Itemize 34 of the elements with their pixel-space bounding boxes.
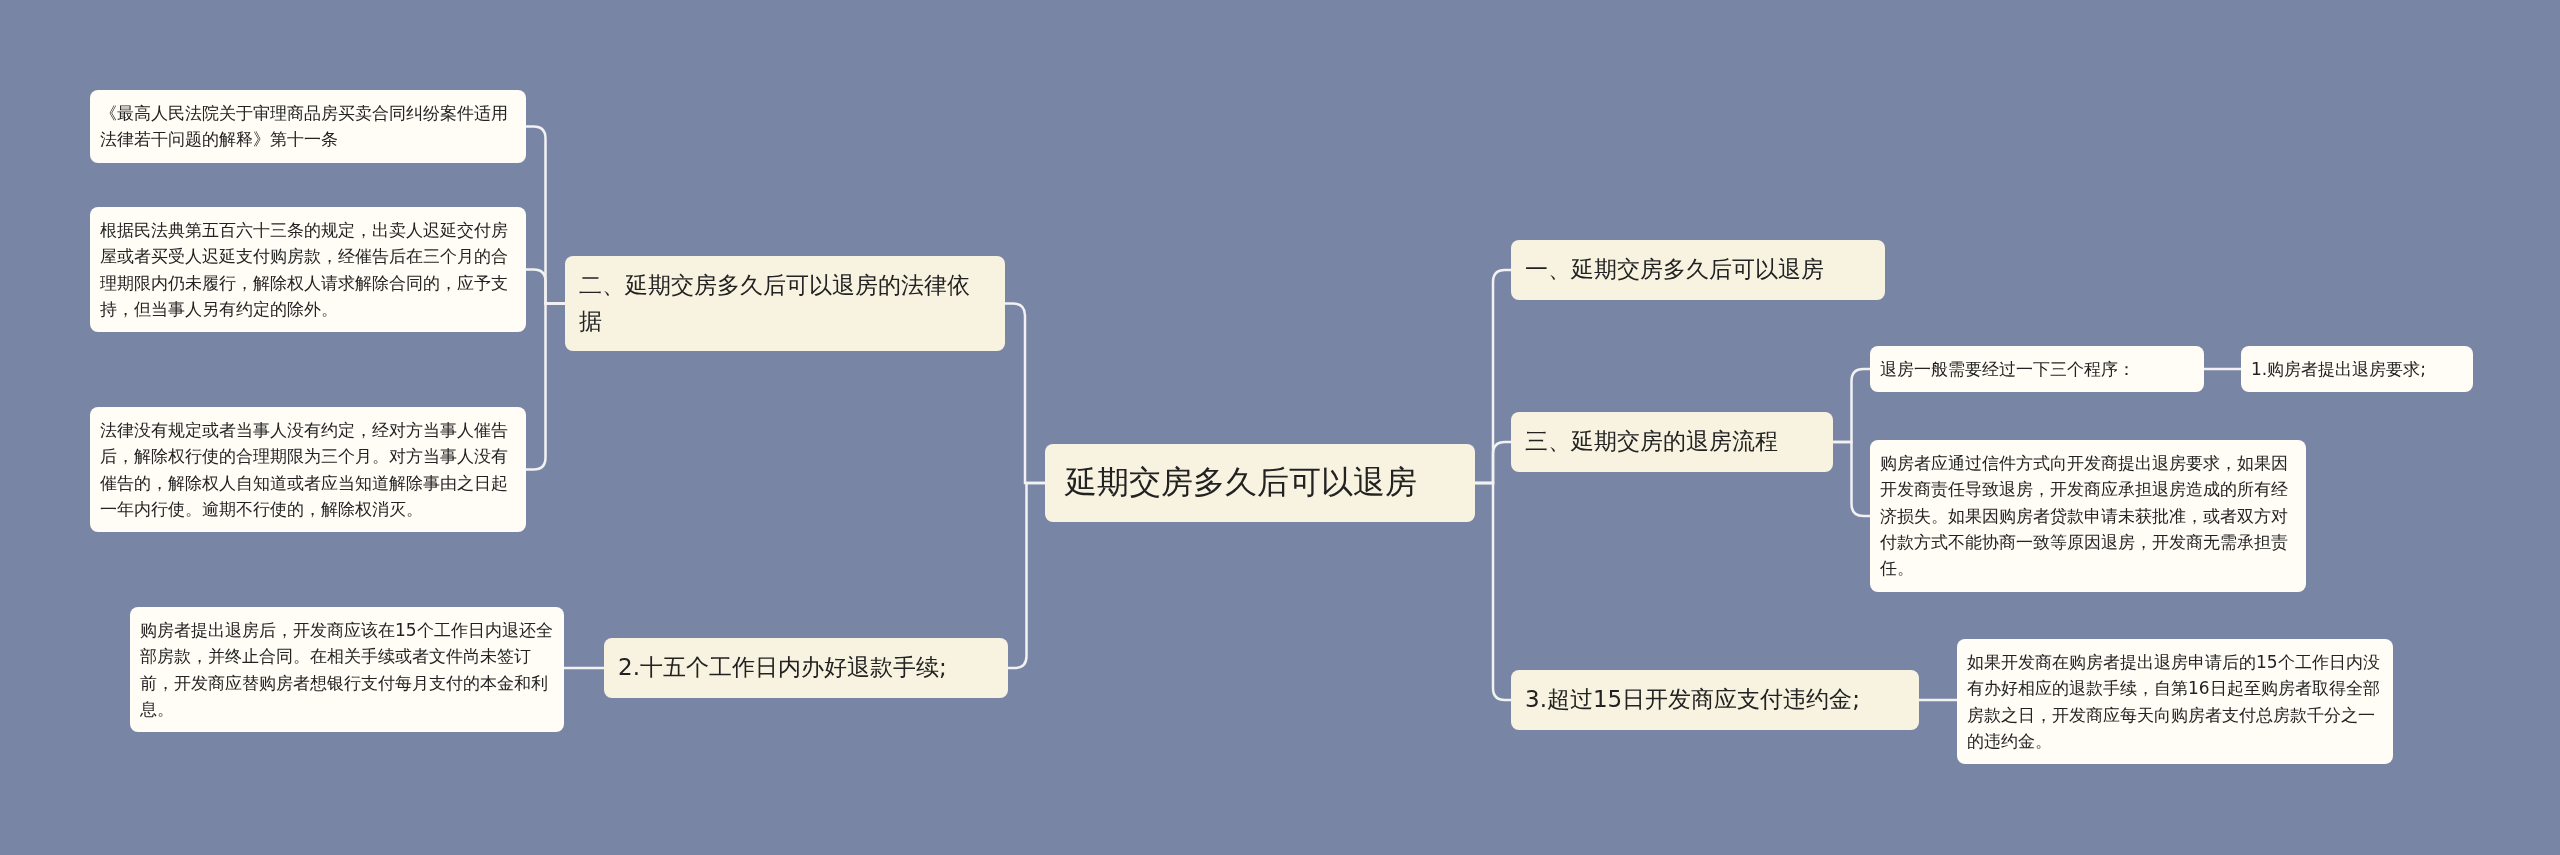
note-box (90, 207, 526, 333)
topic-text: 三、延期交房的退房流程 (1525, 427, 1778, 456)
topic-text: 法律没有规定或者当事人没有约定，经对方当事人催告后，解除权行使的合理期限为三个月。对方当事人没有催告的，解除权人自知道或者应当知道解除事由之日起一年内行使。逾期不行使的，解除权消灭。 (100, 419, 509, 522)
topic-text: 3.超过15日开发商应支付违约金; (1525, 685, 1860, 714)
topic-text: 购房者提出退房后，开发商应该在15个工作日内退还全部房款，并终止合同。在相关手续或者文件尚未签订前，开发商应替购房者想银行支付每月支付的本金和利息。 (140, 619, 554, 722)
topic-box (1511, 670, 1919, 730)
connector-line (1919, 698, 1957, 702)
central-topic-box (1045, 444, 1475, 522)
topic-box (565, 256, 1005, 352)
note-box (2241, 346, 2473, 393)
topic-box (1511, 240, 1885, 300)
connector-line (1008, 481, 1045, 670)
connector-line (564, 666, 604, 670)
note-box (1870, 346, 2204, 393)
topic-text: 延期交房多久后可以退房 (1065, 462, 1417, 503)
topic-text: 根据民法典第五百六十三条的规定，出卖人迟延交付房屋或者买受人迟延支付购房款，经催告后在三个月的合理期限内仍未履行，解除权人请求解除合同的，应予支持，但当事人另有约定的除外。 (100, 219, 509, 322)
connector-line (1833, 440, 1870, 518)
topic-box (604, 638, 1008, 698)
note-box (90, 90, 526, 163)
note-box (1870, 440, 2306, 592)
note-box (1957, 639, 2393, 765)
topic-text: 二、延期交房多久后可以退房的法律依据 (579, 271, 971, 336)
topic-text: 如果开发商在购房者提出退房申请后的15个工作日内没有办好相应的退款手续，自第16日起至购房者取得全部房款之日，开发商应每天向购房者支付总房款千分之一的违约金。 (1967, 651, 2381, 754)
connector-line (526, 302, 565, 471)
topic-text: 《最高人民法院关于审理商品房买卖合同纠纷案件适用法律若干问题的解释》第十一条 (100, 102, 509, 152)
note-box (90, 407, 526, 533)
topic-box (1511, 412, 1833, 472)
connector-line (2204, 367, 2241, 371)
topic-text: 一、延期交房多久后可以退房 (1525, 255, 1824, 284)
topic-text: 2.十五个工作日内办好退款手续; (618, 653, 947, 682)
topic-text: 购房者应通过信件方式向开发商提出退房要求，如果因开发商责任导致退房，开发商应承担退房造成的所有经济损失。如果因购房者贷款申请未获批准，或者双方对付款方式不能协商一致等原因退房，开发商无需承担责任。 (1880, 452, 2289, 581)
topic-text: 退房一般需要经过一下三个程序： (1880, 358, 2135, 381)
topic-text: 1.购房者提出退房要求; (2251, 358, 2426, 381)
note-box (130, 607, 564, 733)
